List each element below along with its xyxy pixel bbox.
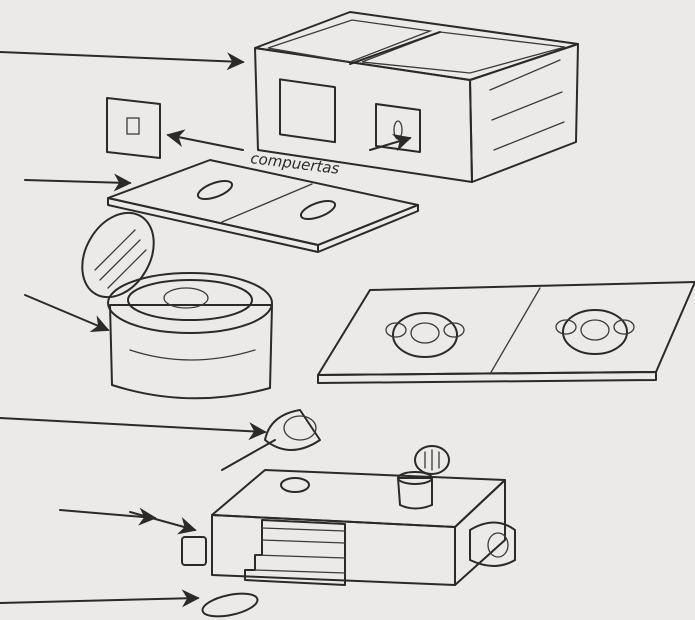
squat-plate-right: [556, 310, 634, 354]
round-cover: [201, 589, 260, 620]
arrow-compuertas-left: [168, 135, 243, 150]
urine-funnel: [222, 410, 320, 470]
arrow-step-b: [130, 512, 195, 530]
arrow-cover: [0, 598, 198, 603]
hatch-door: [107, 98, 160, 158]
toilet-bowl: [68, 200, 272, 398]
arrow-urine-funnel: [0, 418, 265, 432]
squat-plate-left: [386, 313, 464, 357]
compuertas-label: compuertas: [250, 149, 341, 178]
step-platform: [182, 470, 515, 585]
arrow-chamber: [0, 52, 243, 62]
arrow-toilet: [25, 295, 108, 330]
arrow-slab: [25, 180, 130, 183]
squat-slab: [318, 282, 695, 383]
slab-top: [108, 160, 418, 252]
